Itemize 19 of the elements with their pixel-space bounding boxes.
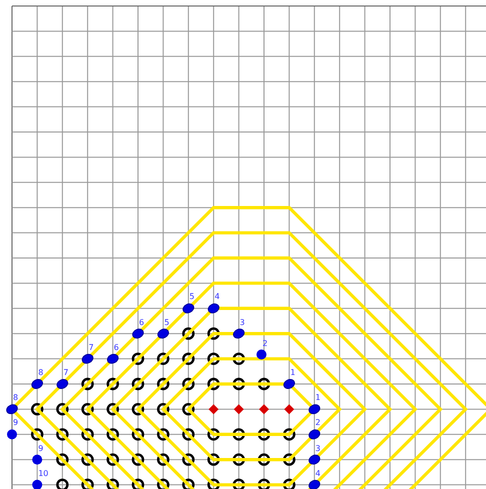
point-number: 2 <box>262 338 268 348</box>
point-number: 5 <box>189 292 194 302</box>
point-number: 3 <box>240 318 245 327</box>
point-number: 9 <box>38 444 44 453</box>
point-number: 4 <box>214 292 220 302</box>
point-number: 10 <box>38 468 48 478</box>
point-number: 3 <box>315 444 320 453</box>
point-number: 6 <box>139 318 144 327</box>
point-number: 7 <box>63 368 68 377</box>
point-number: 8 <box>38 368 44 377</box>
point-number: 4 <box>315 468 320 478</box>
point-number: 9 <box>13 418 18 428</box>
point-number: 7 <box>88 342 94 352</box>
point-number: 5 <box>164 318 170 327</box>
point-number: 1 <box>290 368 296 377</box>
point-number: 2 <box>315 418 320 428</box>
point-number: 1 <box>315 393 320 402</box>
point-number: 8 <box>13 393 18 402</box>
point-number: 6 <box>114 342 119 352</box>
